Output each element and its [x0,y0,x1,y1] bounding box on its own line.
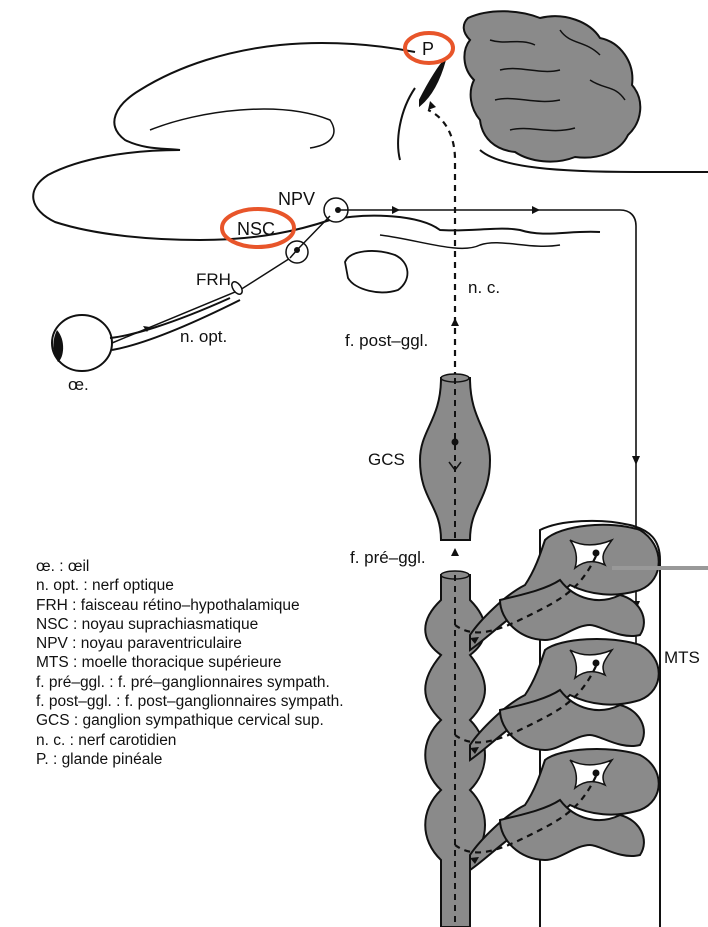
legend-item-n-opt: n. opt. : nerf optique [36,576,344,595]
pituitary [345,251,407,292]
label-frh: FRH [196,270,231,289]
label-eye: œ. [68,375,89,394]
legend-item-n-c: n. c. : nerf carotidien [36,731,344,750]
legend-item-mts: MTS : moelle thoracique supérieure [36,653,344,672]
label-n-c: n. c. [468,278,500,297]
label-p: P [422,39,434,59]
label-f-post-ggl: f. post–ggl. [345,331,428,350]
label-nsc: NSC [237,219,275,239]
cerebellum [464,11,641,161]
label-n-opt: n. opt. [180,327,227,346]
spinal-segments [470,525,659,870]
legend-item-npv: NPV : noyau paraventriculaire [36,634,344,653]
legend-item-oe: œ. : œil [36,557,344,576]
label-npv: NPV [278,189,315,209]
legend-item-frh: FRH : faisceau rétino–hypothalamique [36,596,344,615]
pineal-gland [420,60,445,105]
label-gcs: GCS [368,450,405,469]
legend-item-f-post-ggl: f. post–ggl. : f. post–ganglionnaires sy… [36,692,344,711]
legend-item-gcs: GCS : ganglion sympathique cervical sup. [36,711,344,730]
label-f-pre-ggl: f. pré–ggl. [350,548,426,567]
legend: œ. : œil n. opt. : nerf optique FRH : fa… [36,557,344,769]
legend-item-nsc: NSC : noyau suprachiasmatique [36,615,344,634]
label-mts: MTS [664,648,700,667]
legend-item-p: P. : glande pinéale [36,750,344,769]
legend-item-f-pre-ggl: f. pré–ggl. : f. pré–ganglionnaires symp… [36,673,344,692]
